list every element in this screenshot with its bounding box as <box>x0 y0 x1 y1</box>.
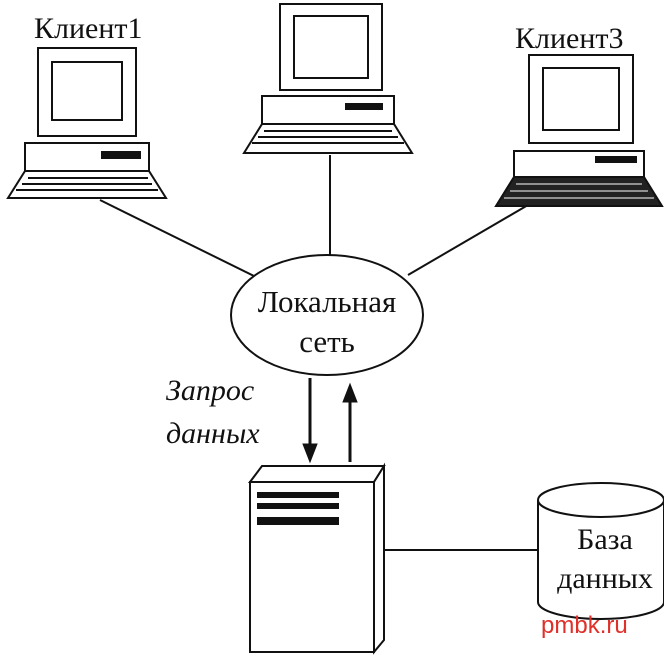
database-body <box>537 500 664 620</box>
server-tower <box>248 462 386 655</box>
request-arrows <box>302 378 358 464</box>
client3-computer <box>494 54 664 207</box>
link-client3-network <box>407 204 529 276</box>
network-ellipse <box>230 254 424 376</box>
watermark-text: pmbk.ru <box>541 612 628 639</box>
client1-label: Клиент1 <box>34 12 143 45</box>
client1-computer <box>6 47 168 199</box>
database-label-line1: База <box>577 523 633 556</box>
request-label-line2: данных <box>166 417 260 450</box>
link-client1-network <box>99 199 259 279</box>
network-label-line1: Локальная <box>258 284 397 319</box>
server-top <box>248 465 386 483</box>
database-top <box>537 482 664 518</box>
network-label-line2: сеть <box>299 324 355 359</box>
response-up-arrow-head <box>342 382 358 403</box>
client2-computer <box>242 3 414 154</box>
connections <box>99 155 538 551</box>
server-bay-1 <box>257 492 339 498</box>
server-bay-3 <box>257 517 339 525</box>
server-front <box>249 481 375 653</box>
database-label-line2: данных <box>557 562 653 595</box>
request-down-arrow-head <box>302 443 318 464</box>
client3-label: Клиент3 <box>515 22 624 55</box>
database-node <box>537 482 664 620</box>
request-label-line1: Запрос <box>166 374 254 407</box>
server-side <box>373 462 385 655</box>
local-network-node: Локальная сеть <box>230 254 424 376</box>
server-bay-2 <box>257 503 339 509</box>
